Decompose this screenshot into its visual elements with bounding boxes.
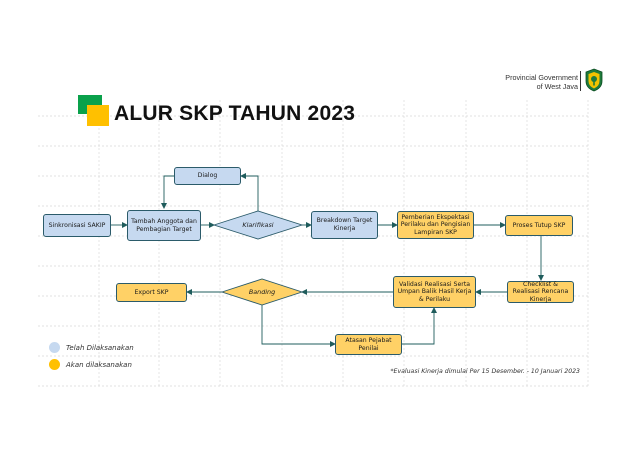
node-validasi: Validasi Realisasi Serta Umpan Balik Has… bbox=[393, 276, 476, 308]
government-line-2: of West Java bbox=[536, 82, 578, 91]
node-export-skp: Export SKP bbox=[116, 283, 187, 302]
klarifikasi-diamond bbox=[212, 210, 304, 240]
arrow-klarifikasi-dialog bbox=[240, 173, 259, 211]
node-proses-tutup: Proses Tutup SKP bbox=[505, 215, 573, 236]
node-breakdown: Breakdown Target Kinerja bbox=[311, 211, 378, 239]
arrow-atasan-validasi bbox=[402, 307, 437, 345]
legend-pending-dot bbox=[49, 359, 60, 370]
banding-diamond bbox=[220, 278, 304, 306]
node-tambah-anggota: Tambah Anggota dan Pembagian Target bbox=[127, 210, 201, 241]
government-line-1: Provincial Government bbox=[505, 73, 578, 82]
legend-pending-label: Akan dilaksanakan bbox=[66, 361, 132, 369]
arrow-banding-atasan bbox=[261, 305, 336, 347]
legend-done-dot bbox=[49, 342, 60, 353]
node-klarifikasi: Klarifikasi bbox=[242, 221, 274, 229]
arrow-dialog-tambah bbox=[161, 175, 174, 209]
logo-yellow-square bbox=[87, 105, 109, 126]
page-title: ALUR SKP TAHUN 2023 bbox=[114, 102, 356, 125]
node-dialog: Dialog bbox=[174, 167, 241, 185]
header-divider bbox=[580, 71, 582, 91]
government-label: Provincial Government of West Java bbox=[505, 73, 578, 91]
legend-done-label: Telah Dilaksanakan bbox=[66, 344, 134, 352]
node-atasan-pejabat: Atasan Pejabat Penilai bbox=[335, 334, 402, 355]
west-java-seal-icon bbox=[585, 68, 603, 92]
node-sinkronisasi: Sinkronisasi SAKIP bbox=[43, 214, 111, 237]
node-banding: Banding bbox=[248, 288, 276, 296]
node-checklist: Checklist & Realisasi Rencana Kinerja bbox=[507, 281, 574, 303]
node-pemberian: Pemberian Ekspektasi Perilaku dan Pengis… bbox=[397, 211, 474, 239]
evaluation-note: *Evaluasi Kinerja dimulai Per 15 Desembe… bbox=[390, 368, 580, 375]
